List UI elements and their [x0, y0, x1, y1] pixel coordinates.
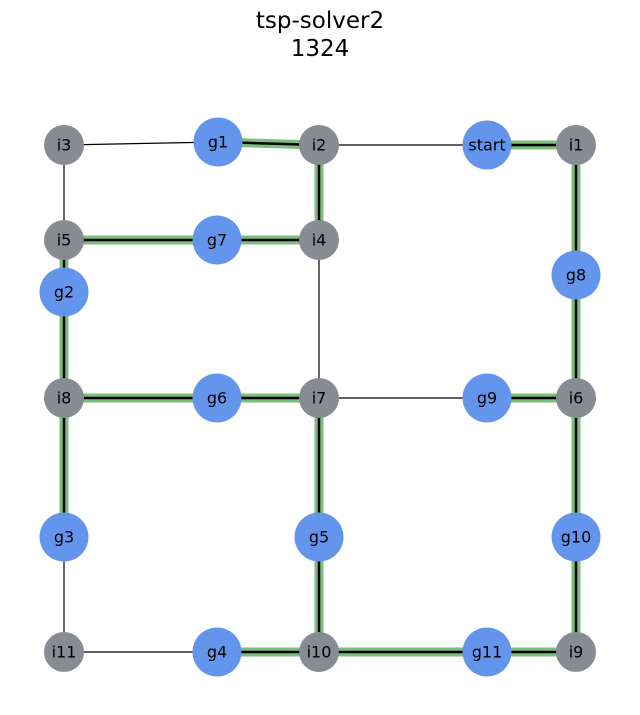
- node-circle-i10: [299, 632, 339, 672]
- node-label-i7: i7: [312, 389, 327, 408]
- node-g7: g7: [192, 215, 242, 265]
- node-g9: g9: [462, 373, 512, 423]
- node-i11: i11: [44, 632, 84, 672]
- node-i4: i4: [299, 220, 339, 260]
- node-g4: g4: [192, 627, 242, 677]
- node-circle-g5: [294, 512, 344, 562]
- node-i2: i2: [299, 125, 339, 165]
- node-circle-i8: [44, 378, 84, 418]
- node-circle-g10: [551, 512, 601, 562]
- node-i9: i9: [556, 632, 596, 672]
- node-label-g9: g9: [477, 389, 497, 408]
- node-g10: g10: [551, 512, 601, 562]
- node-circle-g8: [551, 250, 601, 300]
- node-label-i9: i9: [569, 643, 584, 662]
- node-label-i11: i11: [52, 643, 77, 662]
- node-i1: i1: [556, 125, 596, 165]
- node-label-i5: i5: [57, 231, 72, 250]
- node-label-g3: g3: [54, 528, 74, 547]
- node-label-g7: g7: [207, 231, 227, 250]
- node-circle-g6: [192, 373, 242, 423]
- node-label-i6: i6: [569, 389, 584, 408]
- node-circle-i1: [556, 125, 596, 165]
- node-g1: g1: [193, 117, 243, 167]
- node-label-i2: i2: [312, 136, 327, 155]
- node-g2: g2: [39, 267, 89, 317]
- node-circle-g2: [39, 267, 89, 317]
- node-i6: i6: [556, 378, 596, 418]
- node-circle-i11: [44, 632, 84, 672]
- node-circle-i4: [299, 220, 339, 260]
- node-label-i10: i10: [307, 643, 332, 662]
- node-i3: i3: [44, 125, 84, 165]
- node-label-g8: g8: [566, 266, 586, 285]
- node-circle-i2: [299, 125, 339, 165]
- node-label-g10: g10: [561, 528, 592, 547]
- node-circle-g4: [192, 627, 242, 677]
- diagram-subtitle: 1324: [290, 36, 350, 62]
- edge-i3-g1: [63, 141, 219, 146]
- node-start: start: [462, 120, 512, 170]
- node-g5: g5: [294, 512, 344, 562]
- node-label-g5: g5: [309, 528, 329, 547]
- node-circle-g11: [462, 627, 512, 677]
- node-circle-i7: [299, 378, 339, 418]
- node-label-i1: i1: [569, 136, 584, 155]
- node-circle-i9: [556, 632, 596, 672]
- node-g8: g8: [551, 250, 601, 300]
- node-label-g1: g1: [208, 133, 228, 152]
- node-circle-i5: [44, 220, 84, 260]
- node-label-i4: i4: [312, 231, 327, 250]
- node-label-g4: g4: [207, 643, 227, 662]
- node-label-i8: i8: [57, 389, 72, 408]
- node-label-start: start: [468, 136, 505, 155]
- node-g3: g3: [39, 512, 89, 562]
- diagram-title: tsp-solver2: [255, 8, 385, 34]
- node-label-i3: i3: [57, 136, 72, 155]
- node-label-g6: g6: [207, 389, 227, 408]
- node-circle-i3: [44, 125, 84, 165]
- node-circle-i6: [556, 378, 596, 418]
- node-circle-g3: [39, 512, 89, 562]
- node-circle-g1: [193, 117, 243, 167]
- node-i5: i5: [44, 220, 84, 260]
- node-i10: i10: [299, 632, 339, 672]
- node-circle-g9: [462, 373, 512, 423]
- node-circle-g7: [192, 215, 242, 265]
- node-label-g2: g2: [54, 283, 74, 302]
- nodes-layer: start i1 i2 i3 i4 i5 i6 i7 i8 i9 i10 i11 g1 g2 g3 g4 g5 g…: [39, 117, 601, 677]
- node-g6: g6: [192, 373, 242, 423]
- node-label-g11: g11: [472, 643, 503, 662]
- node-i8: i8: [44, 378, 84, 418]
- node-g11: g11: [462, 627, 512, 677]
- node-i7: i7: [299, 378, 339, 418]
- node-circle-start: [462, 120, 512, 170]
